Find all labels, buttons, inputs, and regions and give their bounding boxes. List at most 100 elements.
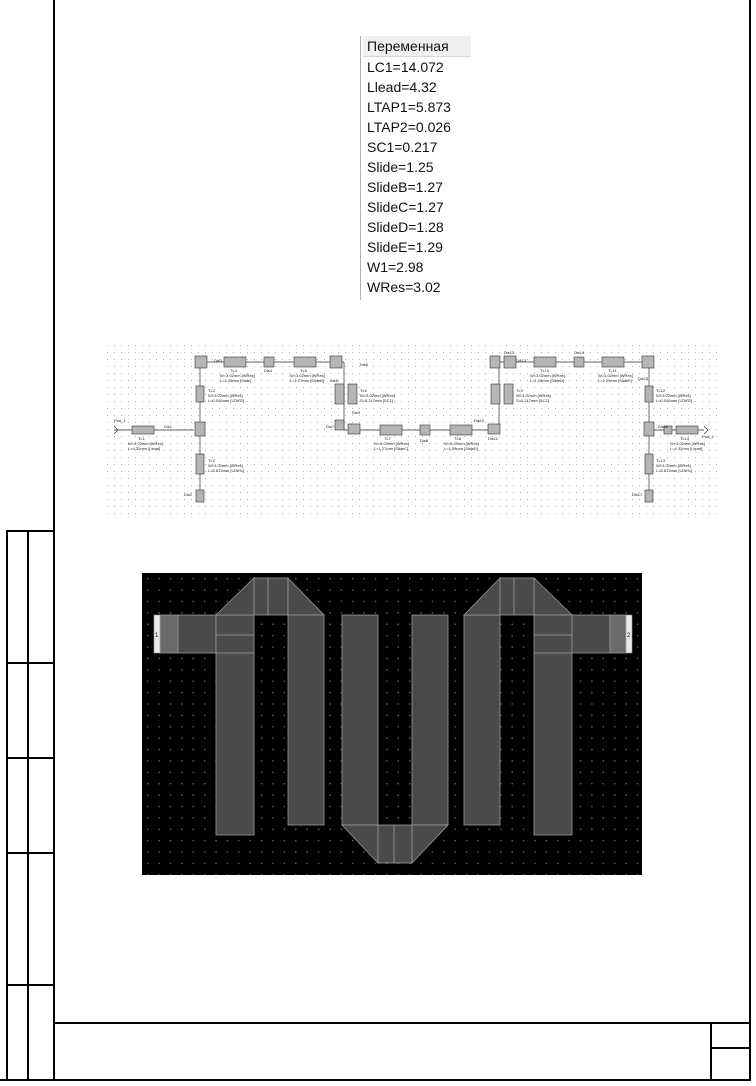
tl10-name: TL10 [540,368,550,373]
margin-strip-inner [27,530,29,1081]
tl2-params2: L=5.873mm [LTAP1] [208,468,244,473]
dis8-box [419,424,431,436]
dis7-label: Dis7 [326,424,335,429]
tl12-name: TL12 [656,388,666,393]
dis16-label: Dis16 [658,424,669,429]
schematic-diagram: Port_1 Port_2 [104,342,722,518]
dis8-label: Dis8 [420,438,429,443]
margin-strip-outer [6,530,8,1081]
tl11-box [601,356,625,368]
dis10-label: Dis10 [474,418,485,423]
tl7-params2: L=1.27mm [SlideC] [374,446,408,451]
tl12-box [644,385,654,403]
dis5-label: Dis5 [330,378,339,383]
port-in-arrow [113,425,119,435]
tl11-name: TL11 [608,368,618,373]
tl12-params: W=3.02mm [WRes] [656,393,691,398]
frame-title-block-top [53,1022,751,1024]
variable-row: LTAP1=5.873 [367,99,451,115]
trace-left-top-b [267,577,289,616]
trace-mid-left [341,614,379,826]
trace-left-bend [215,577,255,616]
tl12-params2: L=0.026mm [LTAP2] [656,398,692,403]
schematic-elements [131,355,699,503]
frame-left-border [53,0,55,1081]
port-in-label: Port_1 [114,418,127,423]
tl13-box [644,453,654,475]
trace-mid-bottom-b [393,824,413,864]
frame-title-block-vertical [710,1022,712,1081]
tl9-name: TL9 [516,388,524,393]
bend-top-right-a [489,355,501,369]
margin-strip-row-4 [6,984,55,986]
dis17-label: Dis17 [632,492,643,497]
tl14-box [675,425,699,435]
dis3-label: Dis3 [214,358,223,363]
trace-right-feed [571,614,611,654]
variables-header: Переменная [363,36,471,57]
port-right-label: 2 [627,633,631,639]
variable-row: Llead=4.32 [367,79,437,95]
tl8-name: TL8 [454,436,462,441]
tl3-box [195,385,205,403]
schematic-labels: TL1 W=3.02mm [WRes] L=4.32mm [Llead] TL2… [128,350,705,497]
tl5-params2: L=1.27mm [SlideB] [290,378,324,383]
tl2-params: W=3.02mm [WRes] [208,463,243,468]
tee-left [194,421,206,437]
dis15-label: Dis15 [638,376,649,381]
tl7-params: W=3.02mm [WRes] [374,441,409,446]
variable-row: SC1=0.217 [367,139,438,155]
tl3-params: W=3.02mm [WRes] [208,393,243,398]
dis13-label: Dis13 [516,358,527,363]
dis7-box [347,423,361,435]
tl3-name: TL3 [208,388,216,393]
tl11-params2: L=1.29mm [SlideE] [598,378,632,383]
tl8-box [449,424,473,436]
dis6-label: Dis6 [360,362,369,367]
trace-right-bend-l [463,577,501,616]
dis2-box [195,489,205,503]
tl14-params: W=3.02mm [WRes] [670,441,705,446]
variable-row: WRes=3.02 [367,279,441,295]
margin-strip-row-2 [6,757,55,759]
tl6b-box [347,383,358,405]
tl1-params2: L=4.32mm [Llead] [128,446,160,451]
trace-right-top-b [513,577,535,616]
variable-row: SlideD=1.28 [367,219,444,235]
tl13-params2: L=5.873mm [LTAP1] [656,468,692,473]
variable-row: LTAP2=0.026 [367,119,451,135]
dis9-box [487,423,501,435]
tl14-params2: L=4.32mm [Llead] [670,446,702,451]
variable-row: W1=2.98 [367,259,424,275]
dis9-label: Dis9 [352,410,361,415]
tl4-box [223,356,247,368]
tl8-params: W=3.02mm [WRes] [444,441,479,446]
tl5-params: W=3.02mm [WRes] [290,373,325,378]
frame-title-block-row [710,1047,751,1049]
port-right-marker [625,614,633,654]
dis12-label: Dis12 [504,350,515,355]
variable-row: SlideB=1.27 [367,179,443,195]
tl13-name: TL13 [656,458,666,463]
tl9a-box [490,383,501,405]
dis2-label: Dis2 [184,492,193,497]
tl2-name: TL2 [208,458,216,463]
tl7-name: TL7 [384,436,392,441]
trace-right-top-a [499,577,515,616]
trace-mid-bottom-a [377,824,395,864]
tl6a-box [334,383,345,405]
tl10-box [533,356,557,368]
tl1-box [131,425,155,435]
trace-right-feed-dark [609,614,627,654]
layout-traces [159,577,627,865]
port-out-arrow [703,425,709,435]
variable-row: SlideE=1.29 [367,239,443,255]
tl13-params: W=3.02mm [WRes] [656,463,691,468]
tl8-params2: L=1.28mm [SlideD] [444,446,478,451]
bend-top-far-right [641,355,655,369]
trace-left-top-a [253,577,269,616]
tl6-params2: S=0.217mm [SC1] [360,398,393,403]
dis4-box [263,356,275,368]
tl9-params2: S=0.217mm [SC1] [516,398,549,403]
variable-row: Slide=1.25 [367,159,434,175]
